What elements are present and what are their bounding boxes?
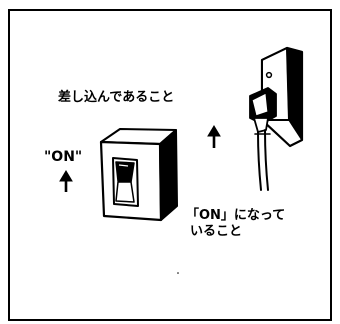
- switch-arrow-icon: [59, 170, 73, 192]
- switch-on-mark-label: "ON": [44, 149, 83, 165]
- outlet-icon: [249, 46, 304, 191]
- plug-instruction-label: 差し込んであること: [58, 90, 175, 105]
- frame-border: [8, 9, 332, 321]
- switch-instruction-line1: 「ON」になって: [186, 208, 286, 223]
- switch-icon: [99, 128, 178, 222]
- switch-instruction-label: 「ON」になって いること: [186, 208, 285, 240]
- plug-arrow-icon: [207, 125, 221, 148]
- dot-mark: [177, 272, 179, 274]
- switch-instruction-line2: いること: [190, 224, 243, 239]
